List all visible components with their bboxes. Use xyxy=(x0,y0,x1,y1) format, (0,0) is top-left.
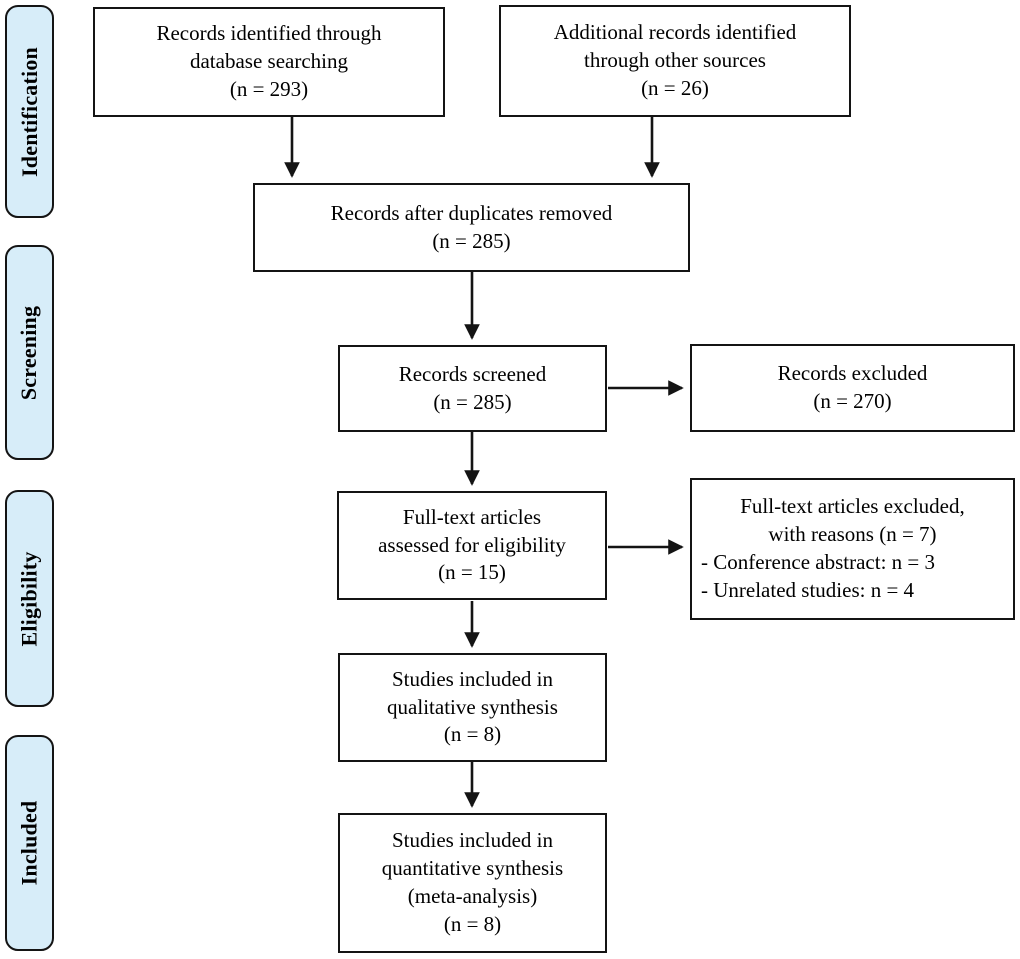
box-records-excluded-text: Records excluded (n = 270) xyxy=(777,361,928,413)
box-records-after-duplicates-removed: Records after duplicates removed (n = 28… xyxy=(253,183,690,272)
box-fulltext-assessed-text: Full-text articles assessed for eligibil… xyxy=(378,504,566,585)
box-fulltext-excluded-reasons: - Conference abstract: n = 3 - Unrelated… xyxy=(701,550,935,602)
box-quantitative-synthesis-text: Studies included in quantitative synthes… xyxy=(381,828,564,936)
box-records-screened-text: Records screened (n = 285) xyxy=(398,361,547,414)
box-fulltext-excluded-head: Full-text articles excluded, with reason… xyxy=(740,494,965,547)
box-records-screened: Records screened (n = 285) xyxy=(338,345,607,432)
stage-identification: Identification xyxy=(5,5,54,218)
stage-included-label: Included xyxy=(16,800,42,886)
stage-eligibility: Eligibility xyxy=(5,490,54,707)
stage-included: Included xyxy=(5,735,54,951)
box-additional-records-other-sources-text: Additional records identified through ot… xyxy=(553,20,797,100)
box-additional-records-other-sources: Additional records identified through ot… xyxy=(499,5,851,117)
box-fulltext-excluded: Full-text articles excluded, with reason… xyxy=(690,478,1015,620)
box-quantitative-synthesis: Studies included in quantitative synthes… xyxy=(338,813,607,953)
stage-identification-label: Identification xyxy=(16,46,42,177)
box-qualitative-synthesis-text: Studies included in qualitative synthesi… xyxy=(387,666,558,747)
box-fulltext-assessed: Full-text articles assessed for eligibil… xyxy=(337,491,607,600)
stage-eligibility-label: Eligibility xyxy=(16,550,42,647)
box-records-identified-database: Records identified through database sear… xyxy=(93,7,445,117)
box-qualitative-synthesis: Studies included in qualitative synthesi… xyxy=(338,653,607,762)
box-records-excluded: Records excluded (n = 270) xyxy=(690,344,1015,432)
box-records-identified-database-text: Records identified through database sear… xyxy=(156,21,382,101)
stage-screening: Screening xyxy=(5,245,54,460)
box-records-after-duplicates-removed-text: Records after duplicates removed (n = 28… xyxy=(330,200,613,253)
stage-screening-label: Screening xyxy=(16,305,42,400)
